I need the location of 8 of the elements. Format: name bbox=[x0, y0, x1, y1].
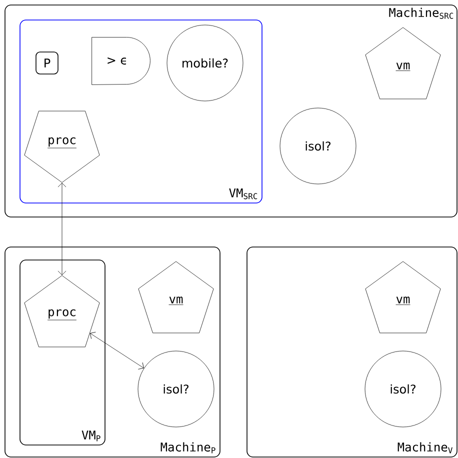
pentagon-node: vm bbox=[138, 261, 214, 334]
pentagon-node: vm bbox=[365, 27, 441, 100]
pentagon-node: proc bbox=[24, 275, 100, 348]
arrow bbox=[58, 182, 66, 276]
pentagon-node: vm bbox=[365, 261, 441, 334]
pentagon-node: proc bbox=[24, 110, 100, 183]
rounded-box: P bbox=[36, 52, 58, 74]
arrow bbox=[90, 332, 144, 370]
